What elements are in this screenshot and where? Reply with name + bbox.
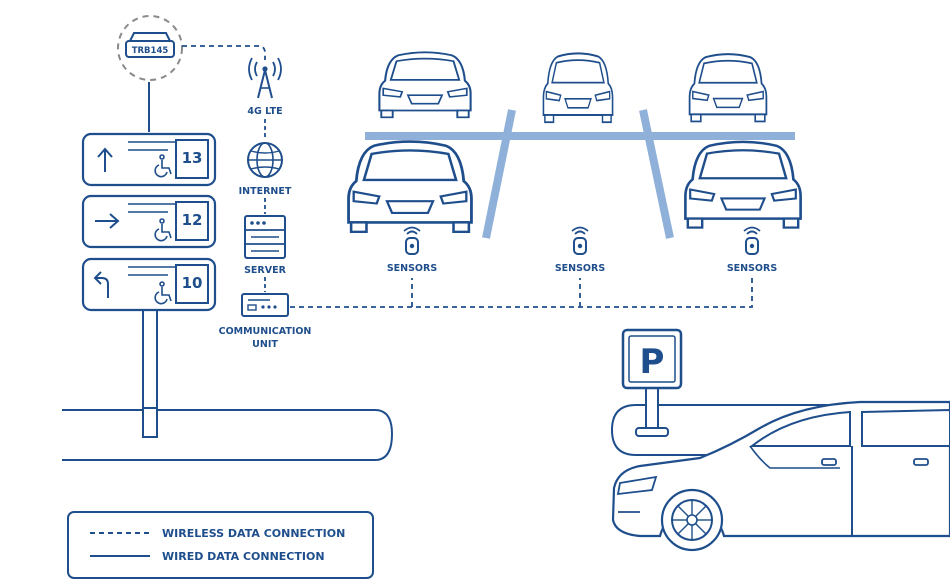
server-icon — [244, 215, 286, 259]
lte-label: 4G LTE — [247, 106, 282, 117]
sensors-label: SENSORS — [727, 263, 778, 274]
parking-sign-icon: P — [621, 328, 683, 437]
direction-sign-2: 12 — [81, 194, 217, 249]
internet-label: INTERNET — [239, 186, 292, 197]
car-icon — [378, 51, 472, 119]
globe-icon — [247, 142, 283, 178]
direction-sign-3: 10 — [81, 257, 217, 312]
sidewalk-left — [62, 409, 394, 461]
up-arrow-icon — [97, 147, 113, 172]
sign-count: 10 — [182, 274, 203, 292]
legend-wired-label: WIRED DATA CONNECTION — [162, 550, 325, 563]
wireless-link-router-lte — [182, 45, 266, 60]
car-icon — [347, 140, 473, 234]
sensors-label: SENSORS — [555, 263, 606, 274]
communication-unit-icon — [241, 293, 289, 317]
sign-post-base — [142, 407, 158, 438]
antenna-icon — [248, 57, 282, 99]
car-icon — [688, 53, 768, 123]
comm-label-line1: COMMUNICATION — [219, 326, 312, 337]
car-icon — [542, 52, 614, 124]
legend-wireless-label: WIRELESS DATA CONNECTION — [162, 527, 345, 540]
sensor-icon — [403, 226, 421, 255]
left-turn-arrow-icon — [93, 271, 109, 298]
server-label: SERVER — [244, 265, 286, 276]
car-icon — [684, 140, 802, 229]
parking-sign-letter: P — [640, 342, 665, 382]
parking-lot-lines — [365, 109, 795, 239]
router-label: TRB145 — [132, 46, 169, 56]
direction-sign-1: 13 — [81, 132, 217, 187]
wireless-link-sensors-bus — [290, 278, 753, 308]
router-node: TRB145 — [117, 15, 183, 81]
right-arrow-icon — [95, 213, 120, 229]
sensor-icon — [571, 226, 589, 255]
router-icon — [125, 32, 175, 58]
legend: WIRELESS DATA CONNECTION WIRED DATA CONN… — [67, 511, 374, 579]
sign-count: 13 — [182, 149, 203, 167]
car-icon — [611, 400, 950, 552]
sensor-icon — [743, 226, 761, 255]
comm-label-line2: UNIT — [252, 339, 278, 350]
sign-count: 12 — [182, 211, 203, 229]
sensors-label: SENSORS — [387, 263, 438, 274]
